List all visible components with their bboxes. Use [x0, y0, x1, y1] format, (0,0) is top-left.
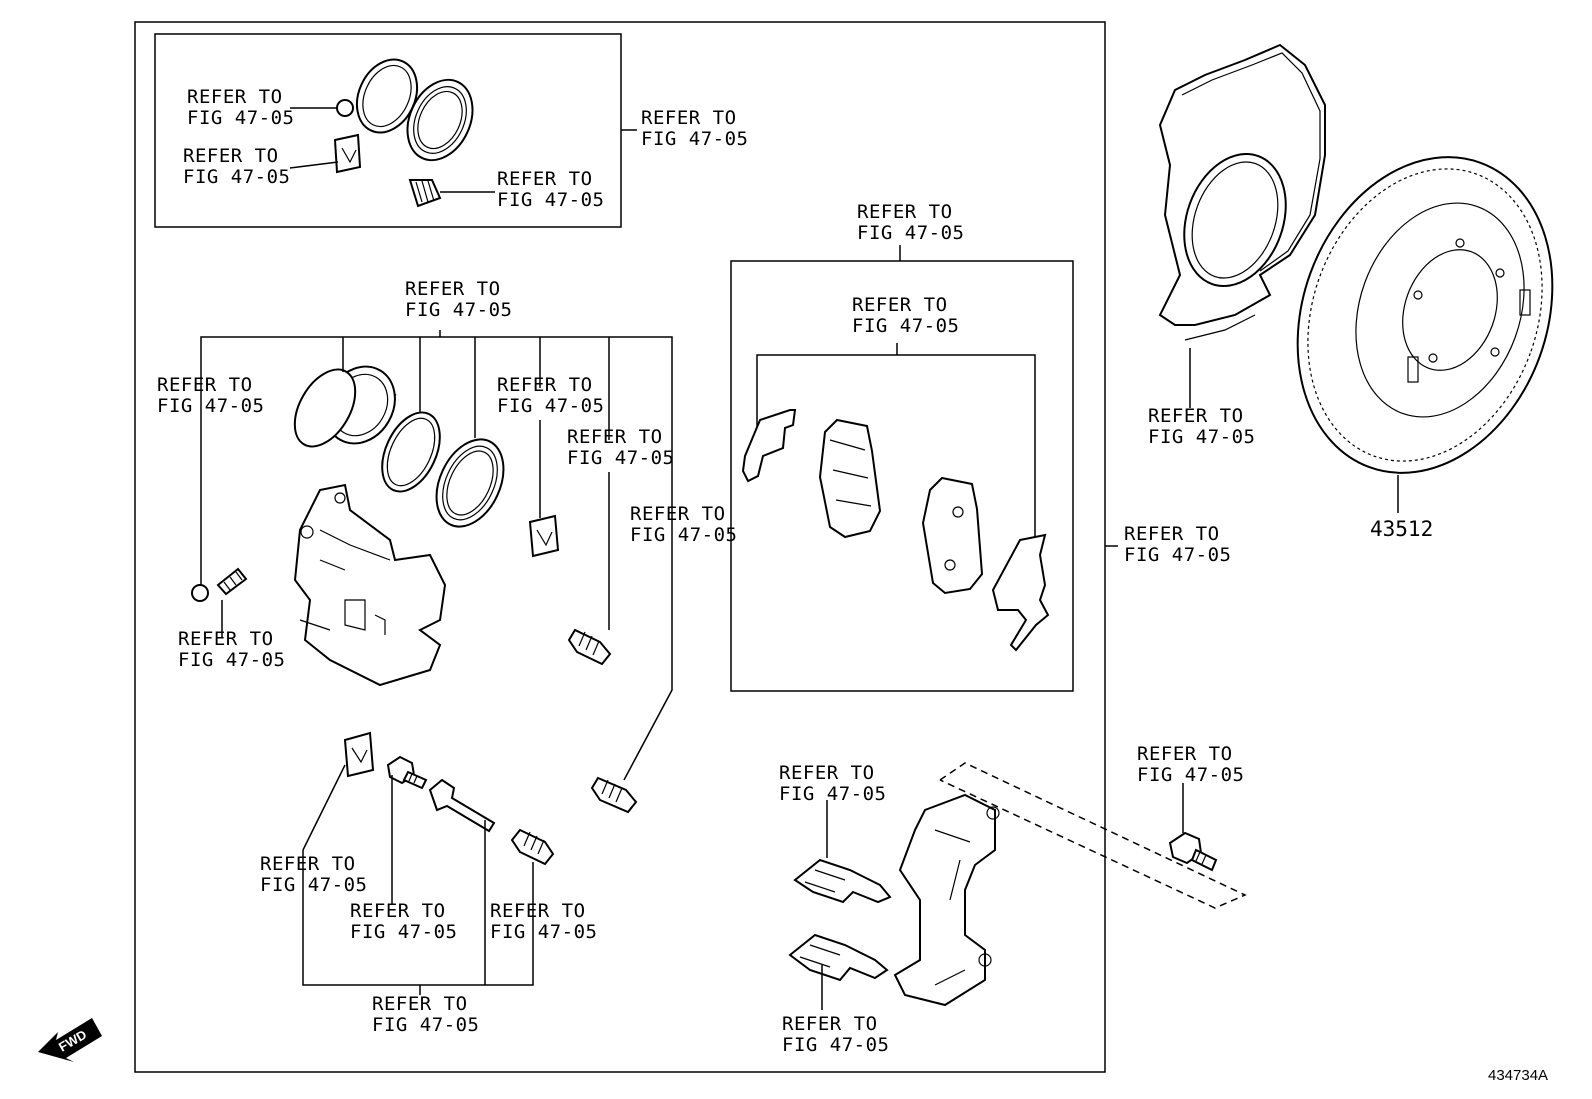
svg-text:FIG 47-05: FIG 47-05	[497, 189, 604, 211]
ref-label-guide-pin-kit: REFER TO FIG 47-05	[372, 993, 479, 1036]
ref-label-grease-low: REFER TO FIG 47-05	[260, 853, 367, 896]
bracket-bolt-guide	[939, 762, 1247, 909]
svg-text:REFER TO: REFER TO	[1137, 743, 1233, 765]
ref-label-pin-boot-bottom: REFER TO FIG 47-05	[490, 900, 597, 943]
svg-text:REFER TO: REFER TO	[857, 201, 953, 223]
bracket-bolt	[1168, 831, 1218, 872]
caliper-assembly-frame	[134, 21, 1106, 1073]
ref-label-caliper-assembly: REFER TO FIG 47-05	[1124, 523, 1231, 566]
svg-text:REFER TO: REFER TO	[372, 993, 468, 1015]
svg-text:REFER TO: REFER TO	[641, 107, 737, 129]
piston-seal	[381, 411, 441, 493]
svg-text:REFER TO: REFER TO	[350, 900, 446, 922]
ref-label-caliper-kit: REFER TO FIG 47-05	[405, 278, 512, 321]
brake-pad-outer	[921, 476, 984, 595]
svg-text:FIG 47-05: FIG 47-05	[178, 649, 285, 671]
svg-text:FIG 47-05: FIG 47-05	[567, 447, 674, 469]
pad-inner-bracket	[756, 354, 1036, 540]
caliper-bracket	[893, 793, 1000, 1007]
bleeder-screw	[191, 567, 248, 602]
svg-text:FIG 47-05: FIG 47-05	[630, 524, 737, 546]
svg-text:REFER TO: REFER TO	[497, 374, 593, 396]
ref-label-pads: REFER TO FIG 47-05	[852, 294, 959, 337]
ref-label-bracket-bolt: REFER TO FIG 47-05	[1137, 743, 1244, 786]
ref-label-grease-top: REFER TO FIG 47-05	[183, 145, 290, 188]
svg-text:REFER TO: REFER TO	[630, 503, 726, 525]
dust-boot	[435, 438, 505, 528]
pin-boot-bottom	[510, 828, 555, 866]
ref-label-clip-upper: REFER TO FIG 47-05	[779, 762, 886, 805]
svg-text:REFER TO: REFER TO	[497, 168, 593, 190]
guide-pin	[428, 778, 496, 833]
svg-text:FIG 47-05: FIG 47-05	[852, 315, 959, 337]
pad-shim-right	[991, 533, 1050, 652]
svg-text:FIG 47-05: FIG 47-05	[1124, 544, 1231, 566]
svg-text:REFER TO: REFER TO	[490, 900, 586, 922]
svg-text:REFER TO: REFER TO	[852, 294, 948, 316]
caliper-piston	[293, 365, 397, 448]
pad-shim-left	[741, 409, 797, 483]
svg-text:REFER TO: REFER TO	[1148, 405, 1244, 427]
part-number-rotor: 43512	[1370, 517, 1433, 541]
anti-rattle-clip-lower	[788, 933, 889, 982]
brake-rotor	[1296, 156, 1554, 474]
svg-text:FIG 47-05: FIG 47-05	[641, 128, 748, 150]
ref-label-pin-boot-mid: REFER TO FIG 47-05	[567, 426, 674, 469]
ref-label-caliper-bolt: REFER TO FIG 47-05	[350, 900, 457, 943]
ref-label-clip-lower: REFER TO FIG 47-05	[782, 1013, 889, 1056]
svg-text:FIG 47-05: FIG 47-05	[490, 921, 597, 943]
svg-text:REFER TO: REFER TO	[1124, 523, 1220, 545]
ref-label-bleeder-screw: REFER TO FIG 47-05	[178, 628, 285, 671]
pad-kit-frame	[730, 260, 1074, 692]
pin-boot-lower	[590, 776, 638, 814]
svg-text:FIG 47-05: FIG 47-05	[779, 783, 886, 805]
svg-text:FIG 47-05: FIG 47-05	[157, 395, 264, 417]
svg-text:FIG 47-05: FIG 47-05	[372, 1014, 479, 1036]
svg-text:FIG 47-05: FIG 47-05	[497, 395, 604, 417]
svg-text:REFER TO: REFER TO	[178, 628, 274, 650]
ref-label-seal-kit: REFER TO FIG 47-05	[641, 107, 748, 150]
pin-boot-top	[408, 179, 442, 208]
dust-boot-top	[406, 78, 474, 162]
ref-label-pin-boot-top: REFER TO FIG 47-05	[497, 168, 604, 211]
ref-label-pin-boot-lower: REFER TO FIG 47-05	[630, 503, 737, 546]
svg-text:FIG 47-05: FIG 47-05	[1148, 426, 1255, 448]
caliper-bolt	[386, 755, 428, 790]
anti-rattle-clip-upper	[793, 858, 892, 904]
svg-text:FIG 47-05: FIG 47-05	[187, 107, 294, 129]
svg-text:FIG 47-05: FIG 47-05	[782, 1034, 889, 1056]
svg-text:FIG 47-05: FIG 47-05	[183, 166, 290, 188]
ref-label-dust-shield: REFER TO FIG 47-05	[1148, 405, 1255, 448]
grease-packet-top	[333, 133, 362, 174]
svg-text:REFER TO: REFER TO	[782, 1013, 878, 1035]
brake-pad-inner	[818, 418, 882, 539]
ref-label-grease-mid: REFER TO FIG 47-05	[497, 374, 604, 417]
ref-label-bleeder-left: REFER TO FIG 47-05	[157, 374, 264, 417]
svg-text:REFER TO: REFER TO	[779, 762, 875, 784]
svg-text:FIG 47-05: FIG 47-05	[260, 874, 367, 896]
svg-text:REFER TO: REFER TO	[405, 278, 501, 300]
ref-label-pad-kit: REFER TO FIG 47-05	[857, 201, 964, 244]
svg-text:FIG 47-05: FIG 47-05	[857, 222, 964, 244]
dust-shield	[1158, 43, 1326, 341]
svg-text:REFER TO: REFER TO	[183, 145, 279, 167]
svg-text:REFER TO: REFER TO	[187, 86, 283, 108]
caliper-body	[293, 483, 447, 687]
svg-text:FIG 47-05: FIG 47-05	[350, 921, 457, 943]
grease-packet-mid	[528, 514, 560, 558]
ref-label-bleeder-cap-top: REFER TO FIG 47-05	[187, 86, 294, 129]
leader-lines	[200, 107, 1399, 1010]
figure-reference: 434734A	[1488, 1067, 1548, 1084]
bleeder-cap-top	[336, 99, 354, 117]
svg-text:REFER TO: REFER TO	[157, 374, 253, 396]
svg-text:FIG 47-05: FIG 47-05	[405, 299, 512, 321]
pin-boot-mid	[567, 628, 612, 666]
svg-text:REFER TO: REFER TO	[567, 426, 663, 448]
grease-packet-low	[343, 731, 375, 778]
svg-text:FIG 47-05: FIG 47-05	[1137, 764, 1244, 786]
fwd-arrow-icon: FWD	[38, 1018, 102, 1062]
svg-text:REFER TO: REFER TO	[260, 853, 356, 875]
